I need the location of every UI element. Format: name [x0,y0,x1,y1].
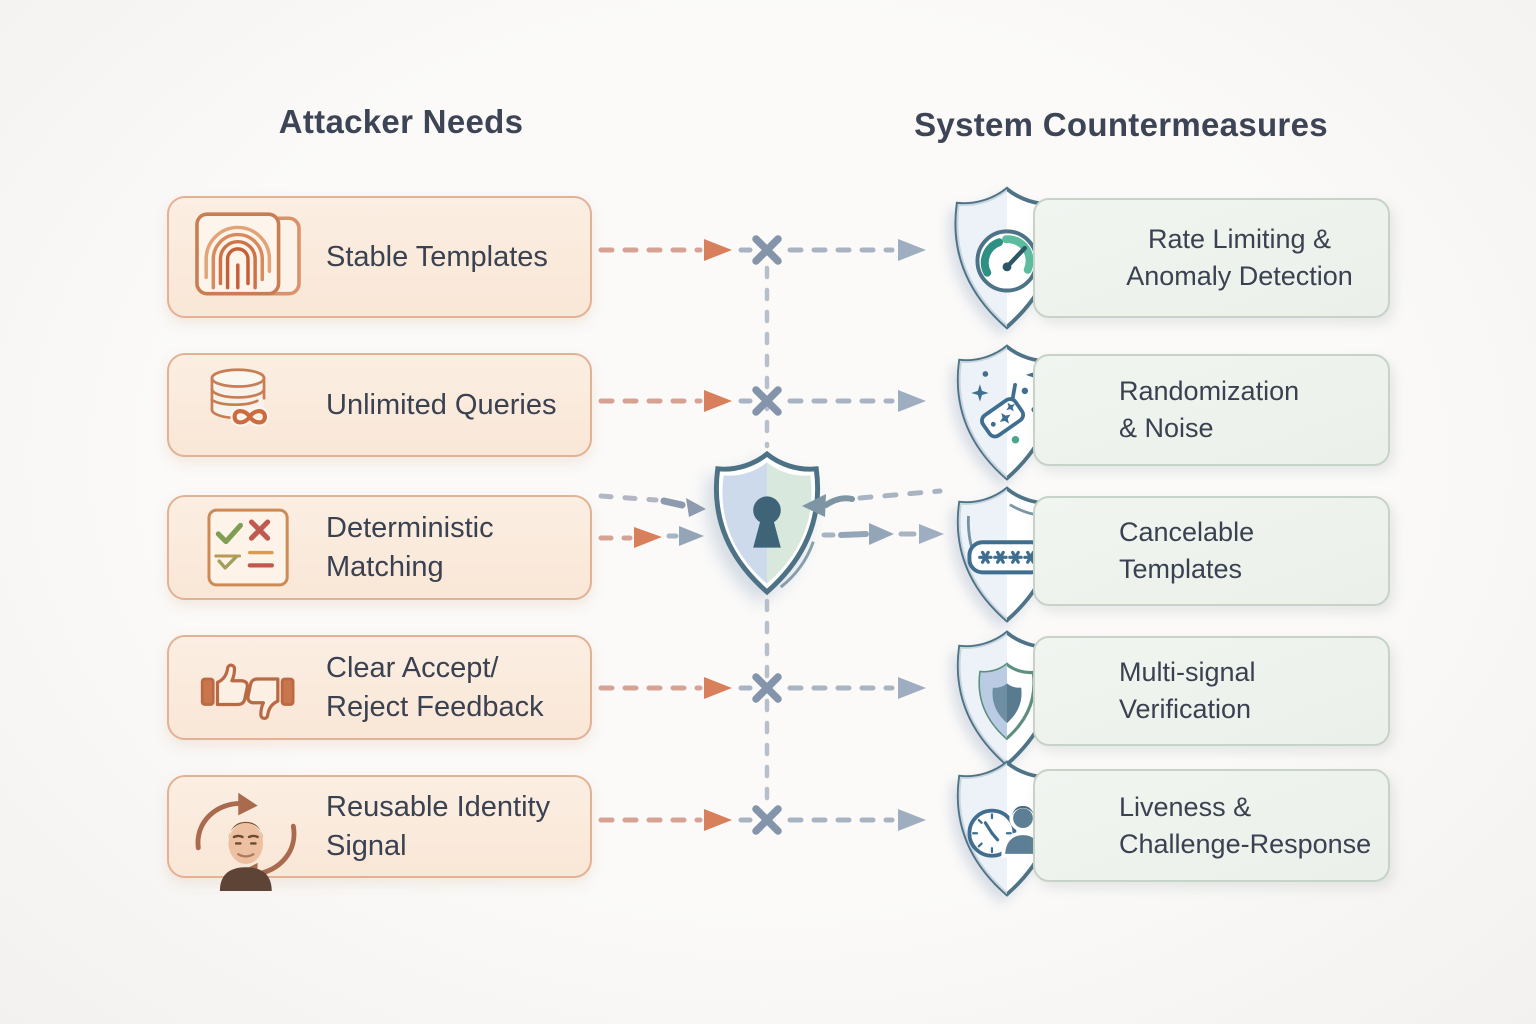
label-line: Clear Accept/ [326,651,499,684]
label-line: & Noise [1119,413,1214,443]
label-line: Reusable Identity [326,790,551,823]
lock-keyhole-shield-icon [713,450,821,596]
label-line: Signal [326,829,407,862]
label-line: Matching [326,550,444,583]
attacker-card-label: Stable Templates [326,238,548,277]
database-infinity-icon [210,368,270,427]
shield-password-icon [956,486,1058,623]
attacker-card-accept-reject: Clear Accept/ Reject Feedback [167,635,592,740]
attacker-card-deterministic-matching: Deterministic Matching [167,495,592,600]
countermeasure-card-multi-signal: Multi-signal Verification [1033,636,1390,746]
shield-inner-shield-icon [956,630,1058,767]
label-line: Randomization [1119,376,1300,406]
label-line: Unlimited Queries [326,388,557,421]
label-line: Stable Templates [326,240,548,273]
attacker-card-reusable-identity: Reusable Identity Signal [167,775,592,891]
connector-row-2-blocked [598,386,926,416]
fingerprint-card-icon [195,212,301,296]
label-line: Multi-signal [1119,657,1256,687]
countermeasure-card-liveness: Liveness & Challenge-Response [1033,769,1390,882]
attacker-card-stable-templates: Stable Templates [167,196,592,318]
countermeasure-card-randomization: Randomization & Noise [1033,354,1390,466]
label-line: Cancelable [1119,517,1255,547]
thumbs-up-down-icon [200,663,295,720]
system-countermeasures-header: System Countermeasures [914,106,1328,143]
attacker-card-label: Deterministic Matching [326,509,494,587]
checklist-match-icon [207,508,289,587]
attacker-needs-header: Attacker Needs [278,103,524,140]
label-line: Rate Limiting & [1147,224,1332,254]
label-line: Deterministic [326,511,494,544]
countermeasure-card-rate-limiting: Rate Limiting & Anomaly Detection [1033,198,1390,318]
label-line: Reject Feedback [326,690,544,723]
shield-tag-sparkles-icon [956,344,1058,481]
countermeasure-card-cancelable-templates: Cancelable Templates [1033,496,1390,606]
attacker-card-label: Unlimited Queries [326,386,556,425]
connector-row-4-blocked [598,673,926,703]
shield-clock-person-icon [956,760,1058,897]
attacker-card-label: Clear Accept/ Reject Feedback [326,649,544,727]
label-line: Templates [1119,554,1243,584]
face-cycle-icon [195,792,297,891]
label-line: Challenge-Response [1119,828,1372,859]
connector-row-1-blocked [598,235,926,265]
label-line: Anomaly Detection [1126,261,1353,291]
shield-gauge-icon [954,186,1060,330]
label-line: Verification [1119,694,1252,724]
connector-row-5-blocked [598,805,926,835]
label-line: Liveness & [1119,791,1252,822]
attacker-card-unlimited-queries: Unlimited Queries [167,353,592,457]
attacker-card-label: Reusable Identity Signal [326,788,550,866]
